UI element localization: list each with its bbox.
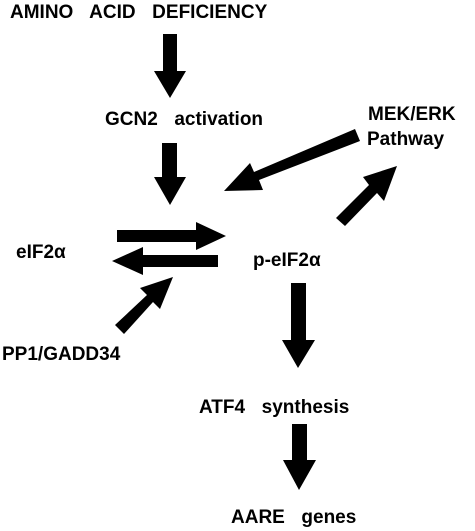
arrow-p-eif2a-to-eif2a (112, 247, 218, 275)
arrow-atf4-to-aare (283, 424, 316, 490)
node-pp1-gadd34: PP1/GADD34 (2, 344, 121, 365)
node-atf4-synthesis: ATF4 synthesis (199, 397, 350, 418)
node-gcn2-activation: GCN2 activation (105, 109, 264, 130)
node-eif2a: eIF2α (16, 242, 66, 263)
node-mek-erk-line2: Pathway (367, 129, 445, 150)
node-p-eif2a: p-eIF2α (253, 250, 321, 271)
arrow-mek-erk-to-eif2 (224, 129, 360, 191)
node-amino-acid-deficiency: AMINO ACID DEFICIENCY (10, 2, 268, 23)
node-aare-genes: AARE genes (231, 507, 357, 528)
arrow-gcn2-to-eif2 (154, 143, 186, 205)
arrow-eif2a-to-p-eif2a (117, 222, 226, 250)
arrow-deficiency-to-gcn2 (154, 34, 186, 98)
node-mek-erk-line1: MEK/ERK (368, 104, 456, 125)
arrow-p-eif2a-to-mek-erk (336, 166, 397, 226)
arrow-p-eif2a-to-atf4 (282, 283, 315, 368)
arrow-pp1-to-eif2 (115, 277, 173, 334)
